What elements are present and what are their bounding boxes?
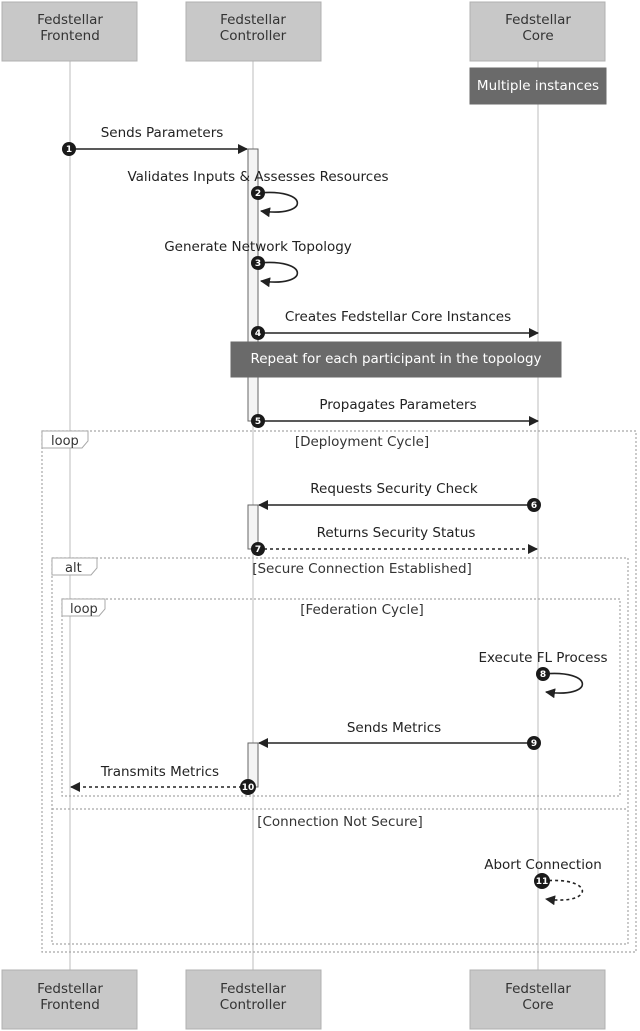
frame-keyword: loop — [51, 434, 79, 449]
message-label: Execute FL Process — [478, 650, 607, 666]
frame-condition: [Deployment Cycle] — [295, 434, 429, 450]
note-text: Repeat for each participant in the topol… — [250, 351, 541, 367]
message-3: Generate Network Topology — [164, 239, 352, 288]
participant-core-top: Fedstellar Core — [469, 1, 606, 62]
seq-badge-5: 5 — [251, 414, 265, 428]
frame-keyword: alt — [65, 561, 82, 576]
message-label: Validates Inputs & Assesses Resources — [127, 169, 388, 185]
seq-number: 2 — [255, 189, 261, 199]
participant-label: Fedstellar — [505, 981, 571, 997]
seq-number: 5 — [255, 417, 261, 427]
seq-number: 11 — [536, 877, 549, 887]
frame-condition: [Secure Connection Established] — [252, 561, 472, 577]
seq-number: 6 — [531, 501, 537, 511]
seq-number: 10 — [242, 783, 255, 793]
message-10: Transmits Metrics — [70, 764, 248, 792]
participant-label: Fedstellar — [37, 981, 103, 997]
participant-frontend-bottom: Fedstellar Frontend — [1, 969, 138, 1030]
participant-label: Fedstellar — [37, 12, 103, 28]
participant-controller-top: Fedstellar Controller — [185, 1, 322, 62]
participant-label: Controller — [220, 997, 287, 1013]
participant-label: Fedstellar — [220, 981, 286, 997]
seq-number: 8 — [540, 670, 546, 680]
note-repeat-each-participant: Repeat for each participant in the topol… — [230, 341, 562, 378]
message-label: Sends Parameters — [101, 125, 224, 141]
message-label: Transmits Metrics — [100, 764, 219, 780]
seq-badge-3: 3 — [251, 256, 265, 270]
message-1: Sends Parameters — [70, 125, 248, 154]
message-2: Validates Inputs & Assesses Resources — [127, 169, 389, 218]
message-4: Creates Fedstellar Core Instances — [258, 309, 539, 338]
seq-number: 7 — [255, 545, 261, 555]
message-11: Abort Connection — [484, 857, 602, 906]
participant-label: Controller — [220, 28, 287, 44]
message-label: Abort Connection — [484, 857, 602, 873]
message-6: Requests Security Check — [258, 481, 538, 510]
message-label: Propagates Parameters — [319, 397, 476, 413]
message-label: Generate Network Topology — [164, 239, 352, 255]
message-label: Sends Metrics — [347, 720, 441, 736]
message-label: Returns Security Status — [317, 525, 476, 541]
message-9: Sends Metrics — [258, 720, 538, 748]
seq-number: 1 — [66, 145, 72, 155]
frame-alt-secure: alt [Secure Connection Established] [Con… — [51, 557, 629, 945]
seq-badge-6: 6 — [527, 498, 541, 512]
seq-badge-2: 2 — [251, 186, 265, 200]
participant-label: Fedstellar — [220, 12, 286, 28]
message-8: Execute FL Process — [478, 650, 608, 699]
frame-keyword: loop — [70, 602, 98, 617]
seq-badge-7: 7 — [251, 542, 265, 556]
message-7: Returns Security Status — [258, 525, 538, 554]
note-text: Multiple instances — [477, 78, 599, 94]
seq-badge-10: 10 — [240, 779, 256, 795]
message-5: Propagates Parameters — [258, 397, 539, 426]
note-multiple-instances: Multiple instances — [469, 67, 607, 105]
participant-label: Fedstellar — [505, 12, 571, 28]
participant-label: Frontend — [40, 997, 100, 1013]
frame-else-condition: [Connection Not Secure] — [257, 814, 423, 830]
participant-controller-bottom: Fedstellar Controller — [185, 969, 322, 1030]
seq-badge-1: 1 — [62, 142, 76, 156]
frame-loop-federation: loop [Federation Cycle] — [61, 598, 621, 797]
participant-label: Core — [522, 28, 553, 44]
participant-label: Core — [522, 997, 553, 1013]
message-label: Requests Security Check — [310, 481, 478, 497]
seq-badge-8: 8 — [536, 667, 550, 681]
seq-number: 3 — [255, 259, 261, 269]
participant-label: Frontend — [40, 28, 100, 44]
message-label: Creates Fedstellar Core Instances — [285, 309, 511, 325]
seq-number: 9 — [531, 739, 537, 749]
seq-badge-11: 11 — [534, 873, 550, 889]
frame-loop-deployment: loop [Deployment Cycle] — [41, 430, 637, 953]
participant-core-bottom: Fedstellar Core — [469, 969, 606, 1030]
seq-badge-9: 9 — [527, 736, 541, 750]
seq-number: 4 — [255, 329, 261, 339]
participant-frontend-top: Fedstellar Frontend — [1, 1, 138, 62]
frame-condition: [Federation Cycle] — [300, 602, 424, 618]
seq-badge-4: 4 — [251, 326, 265, 340]
